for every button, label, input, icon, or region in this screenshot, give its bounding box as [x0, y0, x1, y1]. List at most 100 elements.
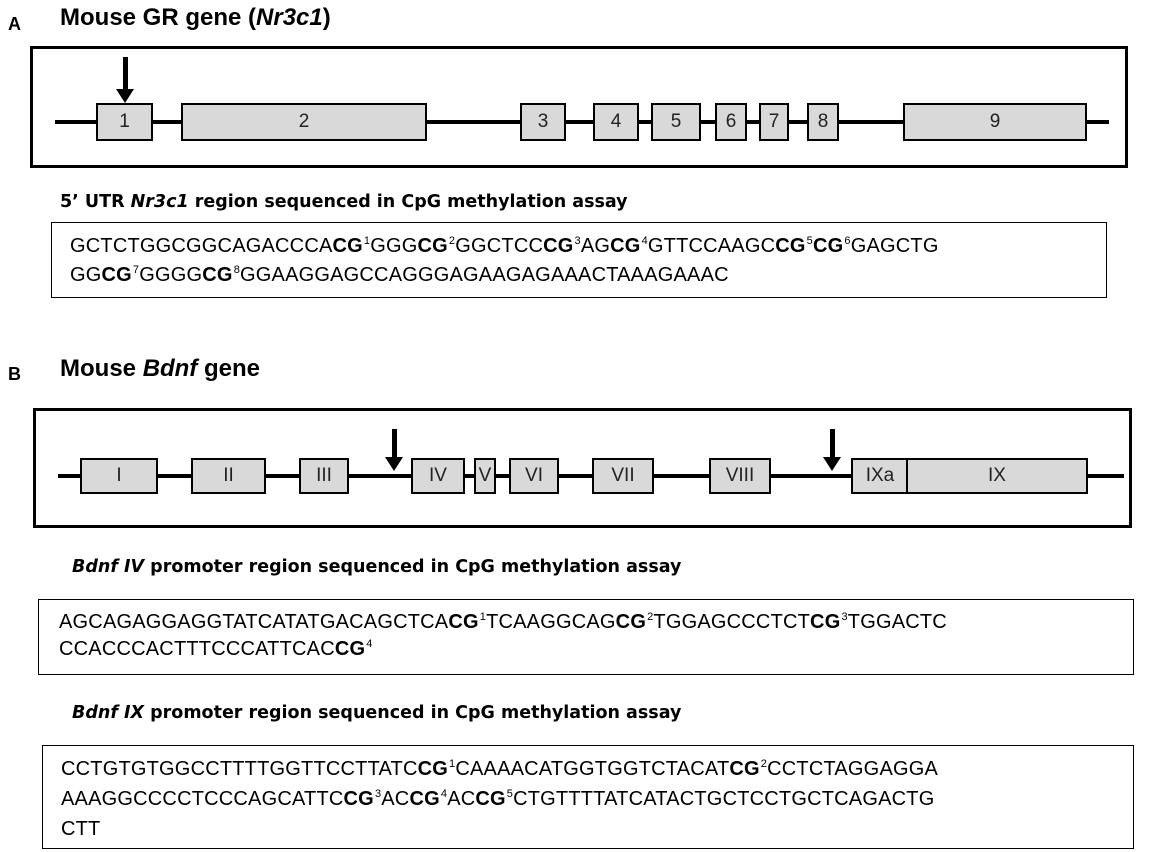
cpg-dinucleotide: CG: [475, 788, 506, 810]
panel-b-title-suffix: gene: [197, 355, 261, 382]
cpg-dinucleotide: CG: [729, 758, 760, 780]
gr-sequence-line-1: GCTCTGGCGGCAGACCCACG1GGGCG2GGCTCCCG3AGCG…: [70, 235, 939, 258]
cpg-dinucleotide: CG: [615, 611, 647, 633]
cpg-dinucleotide: CG: [543, 235, 574, 257]
gr-exon-1: 1: [96, 103, 153, 141]
bdnf-exon-iv: IV: [411, 458, 465, 494]
cpg-site-number: 3: [574, 235, 581, 247]
panel-a-title-suffix: ): [322, 4, 331, 31]
sequence-segment: TGGACTC: [847, 611, 947, 633]
sequence-segment: CCACCCACTTTCCCATTCAC: [59, 638, 335, 660]
cpg-site-number: 3: [841, 611, 848, 623]
gr-exon-8: 8: [807, 103, 839, 141]
bdnf-exon-viii: VIII: [709, 458, 771, 494]
cpg-dinucleotide: CG: [202, 264, 233, 286]
cpg-site-number: 3: [374, 788, 382, 800]
gr-exon-5: 5: [651, 103, 701, 141]
panel-a-letter: A: [8, 14, 21, 34]
bdnf-ix-sequence-line-1: CCTGTGTGGCCTTTTGGTTCCTTATCCG1CAAAACATGGT…: [61, 758, 938, 781]
panel-a-title-gene: Nr3c1: [256, 4, 323, 31]
gr-sequence-label-gene: Nr3c1: [130, 192, 189, 212]
sequence-segment: GGCTCC: [455, 235, 544, 257]
panel-b-letter: B: [8, 364, 21, 384]
sequence-segment: CTGTTTTATCATACTGCTCCTGCTCAGACTG: [513, 788, 935, 810]
cpg-site-number: 1: [479, 611, 487, 623]
cpg-site-number: 2: [760, 758, 768, 770]
sequence-segment: AC: [447, 788, 476, 810]
cpg-site-number: 1: [449, 758, 456, 770]
panel-b-title-gene: Bdnf: [142, 355, 198, 382]
panel-a-title: Mouse GR gene (Nr3c1): [60, 4, 331, 32]
gr-exon-3: 3: [520, 103, 566, 141]
gr-sequence-label: 5’ UTR Nr3c1 region sequenced in CpG met…: [60, 192, 628, 212]
sequence-segment: TCAAGGCAG: [486, 611, 616, 633]
gr-exon-7: 7: [759, 103, 789, 141]
gr-exon-6: 6: [715, 103, 747, 141]
bdnf-ix-sequence-line-2: AAAGGCCCCTCCCAGCATTCCG3ACCG4ACCG5CTGTTTT…: [61, 788, 934, 811]
cpg-dinucleotide: CG: [810, 611, 841, 633]
bdnf-iv-sequence-line-1: AGCAGAGGAGGTATCATATGACAGCTCACG1TCAAGGCAG…: [59, 611, 947, 634]
sequence-segment: GGAAGGAGCCAGGGAGAAGAGAAACTAAAGAAAC: [240, 264, 729, 286]
cpg-dinucleotide: CG: [343, 788, 374, 810]
bdnf-ix-sequence-label-gene: Bdnf IX: [72, 703, 145, 723]
sequence-segment: CTT: [61, 818, 101, 840]
sequence-segment: AAAGGCCCCTCCCAGCATTC: [61, 788, 344, 810]
sequence-segment: CCTCTAGGAGGA: [767, 758, 939, 780]
bdnf-gene-backbone: [58, 474, 1124, 478]
sequence-segment: CAAAACATGGTGGTCTACAT: [455, 758, 730, 780]
bdnf-exon-ix: IX: [906, 458, 1088, 494]
sequence-segment: GTTCCAAGC: [647, 235, 776, 257]
sequence-segment: GAGCTG: [850, 235, 939, 257]
cpg-dinucleotide: CG: [332, 235, 363, 257]
cpg-site-number: 4: [641, 235, 648, 247]
gr-exon-4: 4: [593, 103, 639, 141]
gr-exon-9: 9: [903, 103, 1087, 141]
bdnf-ix-sequence-box: CCTGTGTGGCCTTTTGGTTCCTTATCCG1CAAAACATGGT…: [42, 745, 1134, 849]
bdnf-exon-i: I: [80, 458, 158, 494]
bdnf-ix-sequence-line-3: CTT: [61, 818, 100, 841]
cpg-dinucleotide: CG: [775, 235, 806, 257]
bdnf-exon-vii: VII: [592, 458, 654, 494]
panel-a-title-prefix: Mouse GR gene (: [60, 4, 257, 31]
sequence-segment: CCTGTGTGGCCTTTTGGTTCCTTATC: [61, 758, 418, 780]
cpg-site-number: 4: [366, 638, 373, 650]
bdnf-iv-sequence-label: Bdnf IV promoter region sequenced in CpG…: [72, 557, 681, 577]
gr-exon-2: 2: [181, 103, 427, 141]
bdnf-exon-vi: VI: [509, 458, 559, 494]
cpg-dinucleotide: CG: [409, 788, 440, 810]
cpg-site-number: 4: [440, 788, 448, 800]
cpg-dinucleotide: CG: [448, 611, 479, 633]
sequence-segment: GCTCTGGCGGCAGACCCA: [70, 235, 333, 257]
panel-b-title: Mouse Bdnf gene: [60, 355, 260, 383]
cpg-site-number: 1: [363, 235, 371, 247]
bdnf-exon-ii: II: [191, 458, 266, 494]
cpg-site-number: 2: [448, 235, 456, 247]
sequence-segment: AC: [381, 788, 410, 810]
bdnf-iv-sequence-label-gene: Bdnf IV: [72, 557, 145, 577]
sequence-segment: TGGAGCCCTCT: [653, 611, 811, 633]
bdnf-iv-sequence-label-suffix: promoter region sequenced in CpG methyla…: [144, 557, 682, 577]
cpg-site-number: 2: [647, 611, 654, 623]
gr-sequence-label-suffix: region sequenced in CpG methylation assa…: [188, 192, 628, 212]
bdnf-exon-ixa: IXa: [851, 458, 909, 494]
cpg-dinucleotide: CG: [812, 235, 844, 257]
bdnf-ix-sequence-label: Bdnf IX promoter region sequenced in CpG…: [72, 703, 681, 723]
cpg-dinucleotide: CG: [417, 758, 449, 780]
cpg-site-number: 7: [132, 264, 140, 276]
cpg-site-number: 8: [233, 264, 241, 276]
cpg-site-number: 6: [844, 235, 851, 247]
cpg-site-number: 5: [506, 788, 514, 800]
gr-sequence-box: GCTCTGGCGGCAGACCCACG1GGGCG2GGCTCCCG3AGCG…: [51, 222, 1107, 298]
bdnf-iv-sequence-box: AGCAGAGGAGGTATCATATGACAGCTCACG1TCAAGGCAG…: [38, 599, 1134, 675]
cpg-dinucleotide: CG: [334, 638, 366, 660]
sequence-segment: GGG: [370, 235, 418, 257]
sequence-segment: GG: [70, 264, 102, 286]
gr-sequence-line-2: GGCG7GGGGCG8GGAAGGAGCCAGGGAGAAGAGAAACTAA…: [70, 264, 729, 287]
bdnf-exon-v: V: [474, 458, 496, 494]
gr-sequence-label-prefix: 5’ UTR: [60, 192, 131, 212]
panel-a-gene-diagram: 1 2 3 4 5 6 7 8 9: [30, 46, 1128, 168]
sequence-segment: GGGG: [139, 264, 203, 286]
cpg-site-number: 5: [806, 235, 813, 247]
gr-gene-backbone: [55, 120, 1109, 124]
panel-b-gene-diagram: I II III IV V VI VII VIII IXa IX: [33, 408, 1132, 528]
